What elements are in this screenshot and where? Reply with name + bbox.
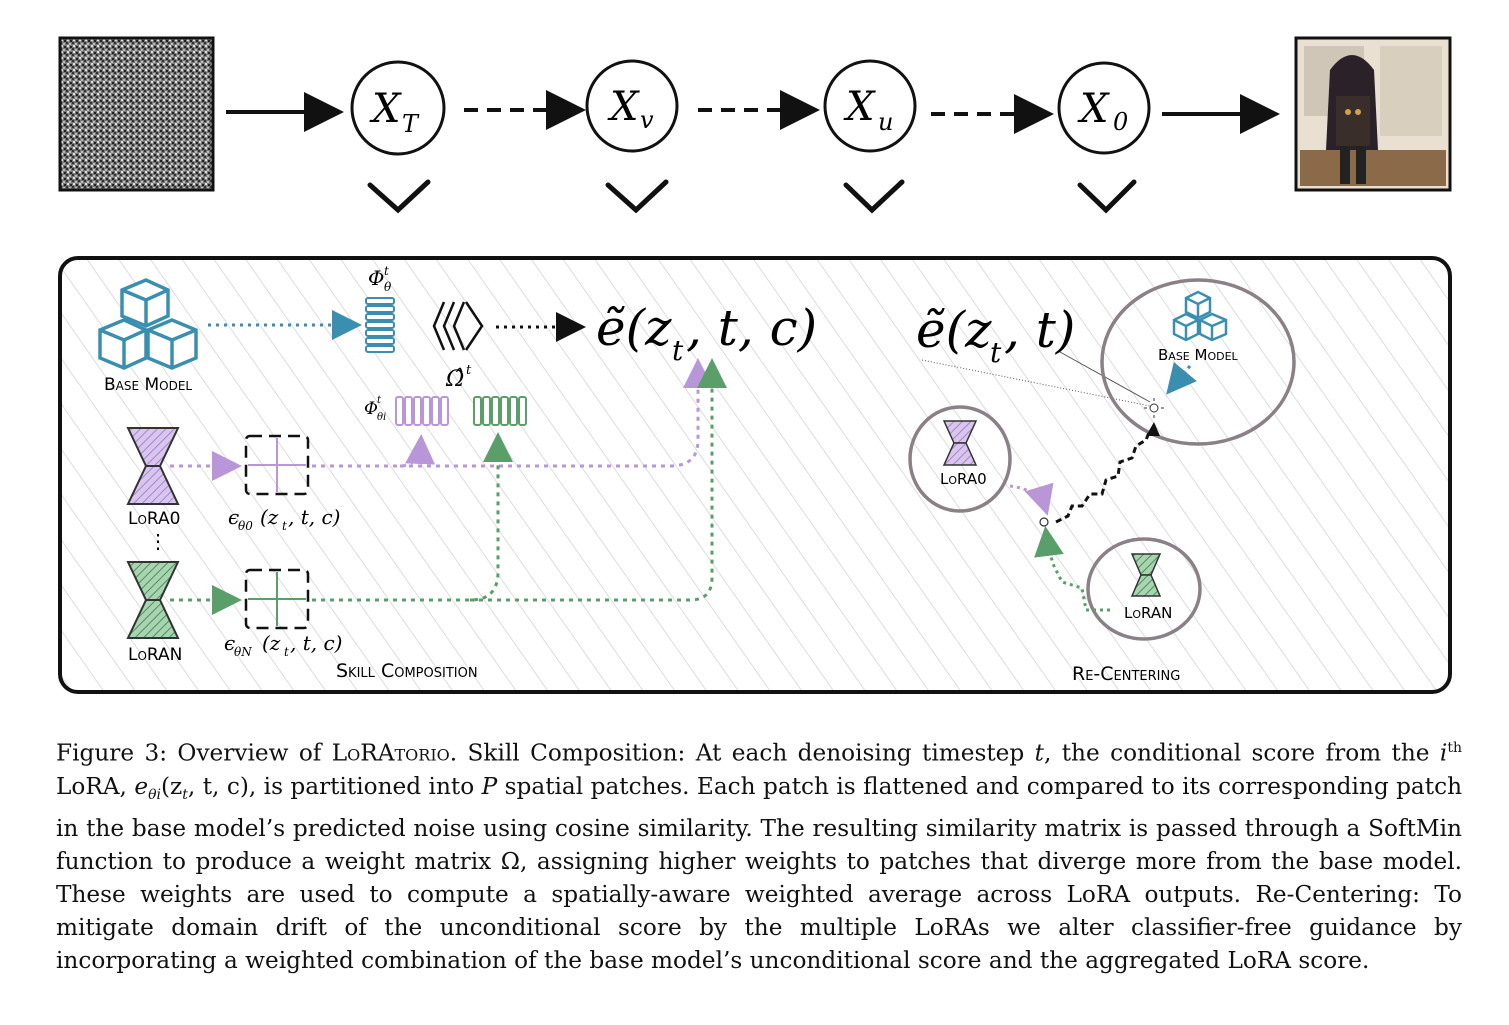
- recenter-base-label: Base Model: [1158, 346, 1239, 364]
- chevron-xv-icon: [605, 179, 669, 214]
- svg-text:(z: (z: [262, 631, 281, 655]
- svg-text:θ: θ: [384, 280, 392, 294]
- svg-text:t: t: [284, 645, 289, 659]
- method-diagram: X T X v X u X 0: [58, 36, 1452, 694]
- loran-label: LoRAN: [128, 645, 182, 665]
- recenter-loran-circle: [1086, 537, 1202, 641]
- phi-theta-i-label: Φ θi t: [364, 395, 386, 423]
- recenter-base-circle: [1100, 278, 1296, 446]
- svg-text:t: t: [672, 334, 684, 367]
- recenter-origin-point: [1039, 517, 1049, 527]
- svg-text:X: X: [1077, 86, 1110, 132]
- lora0-hourglass-icon: [126, 427, 180, 505]
- svg-text:X: X: [369, 86, 402, 132]
- recenter-base-blocks-icon: [1172, 290, 1228, 342]
- svg-text:(z: (z: [260, 505, 279, 529]
- noise-image: [58, 36, 215, 192]
- recenter-lora0-hourglass-icon: [942, 420, 978, 466]
- figure-caption: Figure 3: Overview of LoRAtorio. Skill C…: [56, 739, 1462, 975]
- svg-text:X: X: [843, 84, 876, 130]
- recenter-loran-arrow: [1034, 526, 1110, 612]
- svg-text:Φ: Φ: [364, 399, 378, 419]
- omega-chevrons-icon: [432, 301, 484, 351]
- svg-text:θ0: θ0: [238, 519, 253, 533]
- node-xu: X u: [823, 59, 917, 153]
- svg-text:ẽ(z: ẽ(z: [596, 299, 672, 357]
- phi-theta-label: Φ θ t: [368, 264, 392, 294]
- purple-flow-paths: [312, 358, 713, 468]
- base-model-label: Base Model: [104, 375, 192, 395]
- base-model-blocks-icon: [98, 278, 198, 370]
- svg-text:0: 0: [1113, 108, 1128, 136]
- svg-text:t: t: [377, 395, 382, 406]
- phi-theta-stack: [365, 297, 395, 353]
- svg-text:ϵ: ϵ: [224, 631, 235, 655]
- svg-text:t: t: [466, 363, 472, 378]
- phi-theta-i-stack-purple: [395, 396, 449, 426]
- svg-text:, t, c): , t, c): [686, 299, 817, 357]
- svg-text:ϵ: ϵ: [228, 505, 239, 529]
- svg-text:θN: θN: [234, 645, 252, 659]
- loran-hourglass-icon: [126, 561, 180, 639]
- method-name: LoRAtorio: [331, 739, 450, 767]
- phi-theta-i-stack-green: [473, 396, 527, 426]
- svg-text:θi: θi: [377, 412, 386, 423]
- svg-text:Φ: Φ: [368, 266, 384, 290]
- svg-text:T: T: [402, 110, 420, 138]
- omega-hat-label: Ω̂ t: [445, 363, 472, 392]
- recenter-base-arrow: [1166, 361, 1197, 395]
- recenter-loran-hourglass-icon: [1130, 553, 1162, 597]
- lora0-patch-grid: [244, 434, 310, 496]
- sun-icon: [1144, 398, 1164, 418]
- recenter-wavy-arrow: [1055, 422, 1160, 524]
- chevron-xt-icon: [367, 179, 431, 214]
- eps0-label: ϵ θ0 (z t , t, c): [228, 505, 340, 533]
- lora0-label: LoRA0: [128, 509, 181, 529]
- recenter-lora0-label: LoRA0: [940, 470, 987, 488]
- svg-text:t: t: [384, 264, 389, 278]
- generated-anime-girl-image: [1294, 36, 1452, 192]
- svg-text:t: t: [990, 336, 1002, 369]
- loran-patch-grid: [244, 568, 310, 630]
- recenter-lora0-arrow: [1009, 482, 1054, 516]
- chevron-x0-icon: [1077, 179, 1137, 214]
- skill-composition-label: Skill Composition: [336, 660, 478, 682]
- recentering-label: Re-Centering: [1072, 663, 1180, 685]
- unconditional-score-label: ẽ(z t , t): [916, 301, 1075, 369]
- svg-text:v: v: [640, 106, 654, 134]
- svg-text:u: u: [878, 108, 893, 136]
- epsN-label: ϵ θN (z t , t, c): [224, 631, 342, 659]
- node-xv: X v: [585, 59, 679, 153]
- svg-text:, t, c): , t, c): [290, 631, 342, 655]
- svg-text:ẽ(z: ẽ(z: [916, 301, 992, 359]
- svg-text:, t): , t): [1004, 301, 1075, 359]
- svg-text:, t, c): , t, c): [288, 505, 340, 529]
- conditional-score-label: ẽ(z t , t, c): [596, 299, 817, 367]
- chevron-xu-icon: [843, 179, 905, 214]
- recenter-lora0-circle: [908, 405, 1012, 513]
- svg-text:X: X: [607, 84, 640, 130]
- svg-text:Ω̂: Ω̂: [445, 367, 464, 392]
- node-x0: X 0: [1057, 61, 1151, 155]
- recenter-loran-label: LoRAN: [1124, 604, 1172, 622]
- svg-text:t: t: [282, 519, 287, 533]
- vertical-dots: ⋮: [148, 529, 168, 553]
- node-xt: X T: [350, 60, 446, 156]
- green-flow-paths: [312, 358, 727, 602]
